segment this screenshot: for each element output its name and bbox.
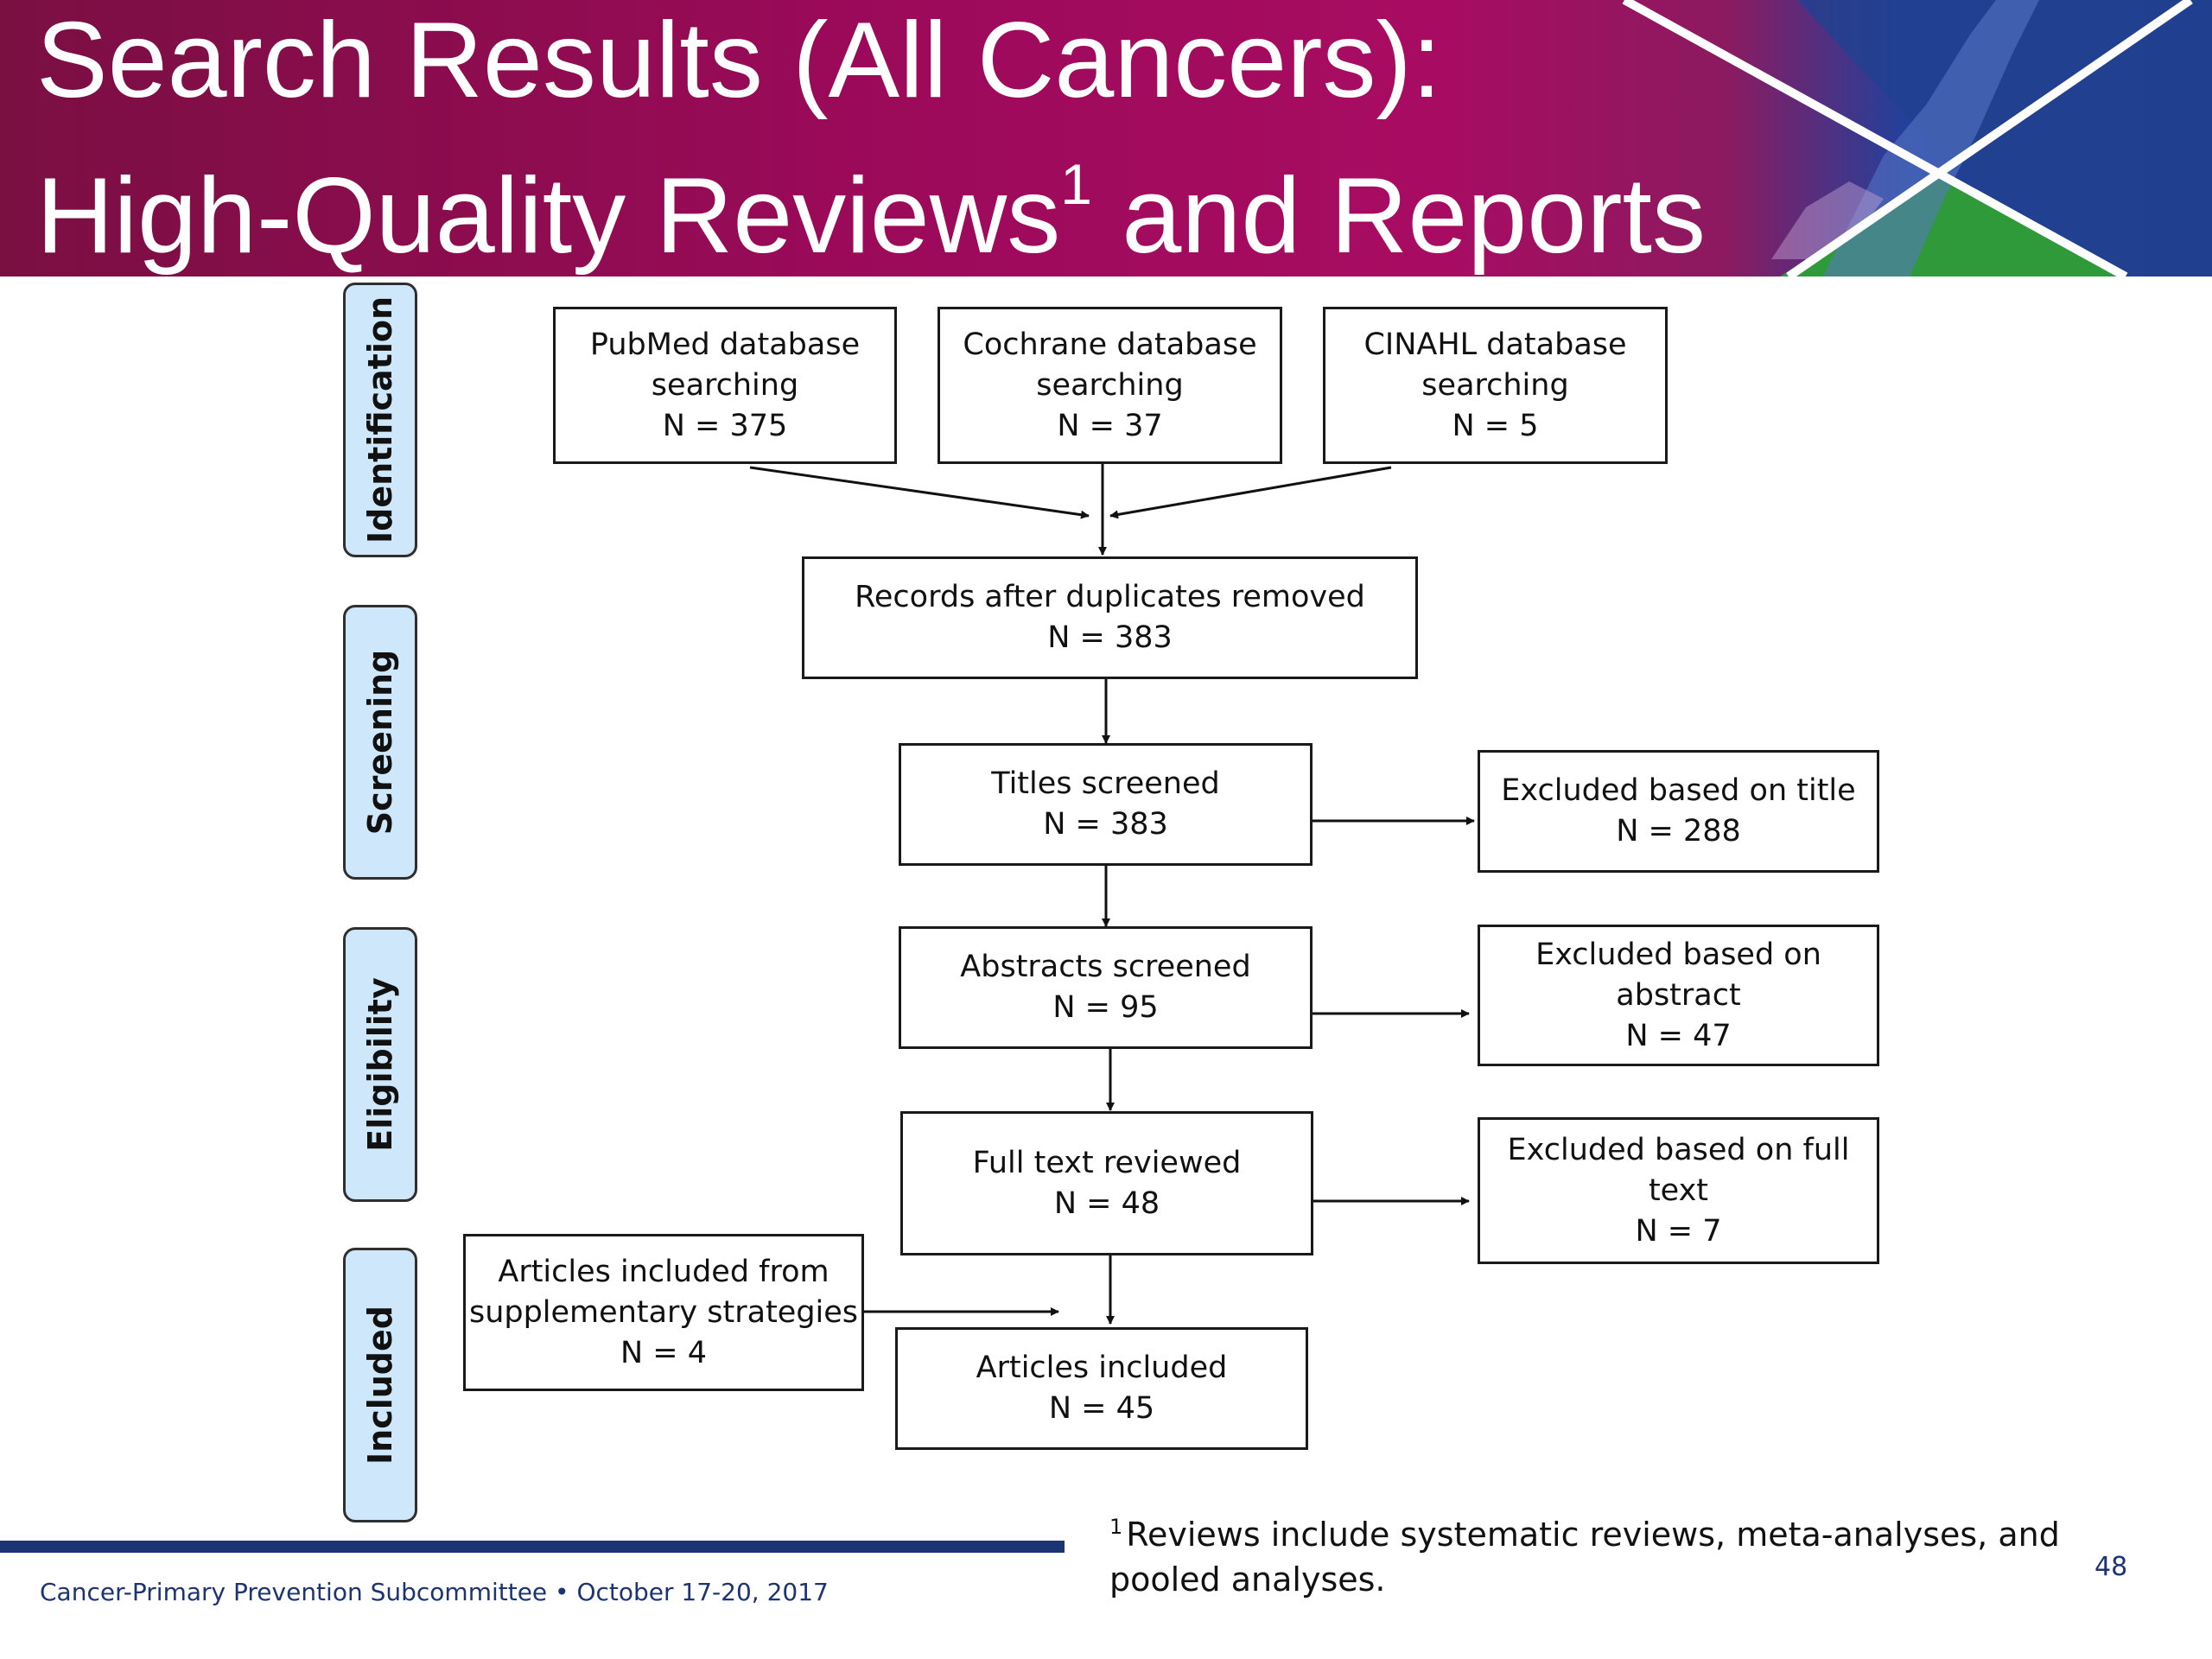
excluded-title-box: Excluded based on title N = 288	[1478, 750, 1879, 873]
cinahl-search-box: CINAHL database searching N = 5	[1323, 307, 1668, 464]
excluded-abstract-box: Excluded based on abstract N = 47	[1478, 925, 1879, 1066]
abstracts-screened-box: Abstracts screened N = 95	[899, 926, 1313, 1049]
included-count: N = 45	[1048, 1391, 1155, 1426]
excluded-title-label: Excluded based on title	[1501, 773, 1856, 808]
arrow-pubmed-to-merge	[749, 466, 1090, 519]
supplementary-label-2: supplementary strategies	[468, 1294, 859, 1330]
title-line-2-main: High-Quality Reviews	[36, 156, 1061, 276]
cochrane-search-box: Cochrane database searching N = 37	[938, 307, 1282, 464]
supplementary-strategies-box: Articles included from supplementary str…	[463, 1234, 864, 1391]
page-number: 48	[2094, 1552, 2128, 1582]
pubmed-label-2: searching	[651, 367, 799, 403]
title-line-2-tail: and Reports	[1091, 156, 1706, 276]
records-label: Records after duplicates removed	[855, 580, 1365, 614]
title-footnote-marker: 1	[1060, 152, 1092, 216]
slide-title-line-1: Search Results (All Cancers):	[36, 1, 1442, 120]
excluded-abstract-label-2: abstract	[1616, 977, 1741, 1013]
excluded-abstract-count: N = 47	[1625, 1018, 1732, 1053]
pubmed-label: PubMed database	[589, 327, 861, 362]
slide-title-line-2: High-Quality Reviews1 and Reports	[36, 156, 1706, 270]
articles-included-box: Articles included N = 45	[895, 1327, 1308, 1450]
excluded-fulltext-label: Excluded based on full	[1507, 1132, 1850, 1167]
titles-label: Titles screened	[991, 766, 1220, 801]
abstracts-label: Abstracts screened	[960, 950, 1251, 984]
stage-eligibility: Eligibility	[343, 927, 417, 1202]
titles-count: N = 383	[1043, 807, 1168, 842]
supplementary-count: N = 4	[620, 1335, 708, 1370]
abstracts-count: N = 95	[1052, 990, 1159, 1025]
banner-decorative-graphic	[1622, 0, 2212, 276]
excluded-abstract-label: Excluded based on	[1535, 937, 1821, 972]
cochrane-label: Cochrane database	[963, 327, 1257, 362]
supplementary-label: Articles included from	[498, 1254, 830, 1289]
excluded-fulltext-count: N = 7	[1635, 1213, 1722, 1249]
titles-screened-box: Titles screened N = 383	[899, 743, 1313, 866]
cochrane-label-2: searching	[1036, 367, 1184, 403]
arrow-cinahl-to-merge	[1109, 466, 1392, 519]
included-label: Articles included	[976, 1351, 1228, 1385]
footer-organization: Cancer-Primary Prevention Subcommittee •…	[40, 1578, 829, 1606]
pubmed-search-box: PubMed database searching N = 375	[553, 307, 897, 464]
stage-identification: Identification	[343, 283, 417, 557]
full-text-reviewed-box: Full text reviewed N = 48	[900, 1111, 1313, 1255]
excluded-fulltext-box: Excluded based on full text N = 7	[1478, 1117, 1879, 1264]
fulltext-count: N = 48	[1053, 1185, 1160, 1221]
records-count: N = 383	[1047, 620, 1173, 655]
fulltext-label: Full text reviewed	[972, 1145, 1242, 1180]
excluded-fulltext-label-2: text	[1648, 1173, 1709, 1208]
footer-rule	[0, 1541, 1065, 1553]
stage-included: Included	[343, 1248, 417, 1522]
records-after-duplicates-box: Records after duplicates removed N = 383	[802, 556, 1418, 679]
footnote-marker: 1	[1109, 1515, 1123, 1539]
cochrane-count: N = 37	[1057, 408, 1163, 443]
footnote-text: Reviews include systematic reviews, meta…	[1109, 1516, 2060, 1599]
cinahl-label: CINAHL database	[1363, 327, 1627, 362]
cinahl-count: N = 5	[1452, 408, 1539, 443]
cinahl-label-2: searching	[1421, 367, 1569, 403]
header-banner: Search Results (All Cancers): High-Quali…	[0, 0, 2212, 276]
stage-screening: Screening	[343, 605, 417, 880]
excluded-title-count: N = 288	[1616, 814, 1741, 849]
pubmed-count: N = 375	[662, 408, 788, 443]
